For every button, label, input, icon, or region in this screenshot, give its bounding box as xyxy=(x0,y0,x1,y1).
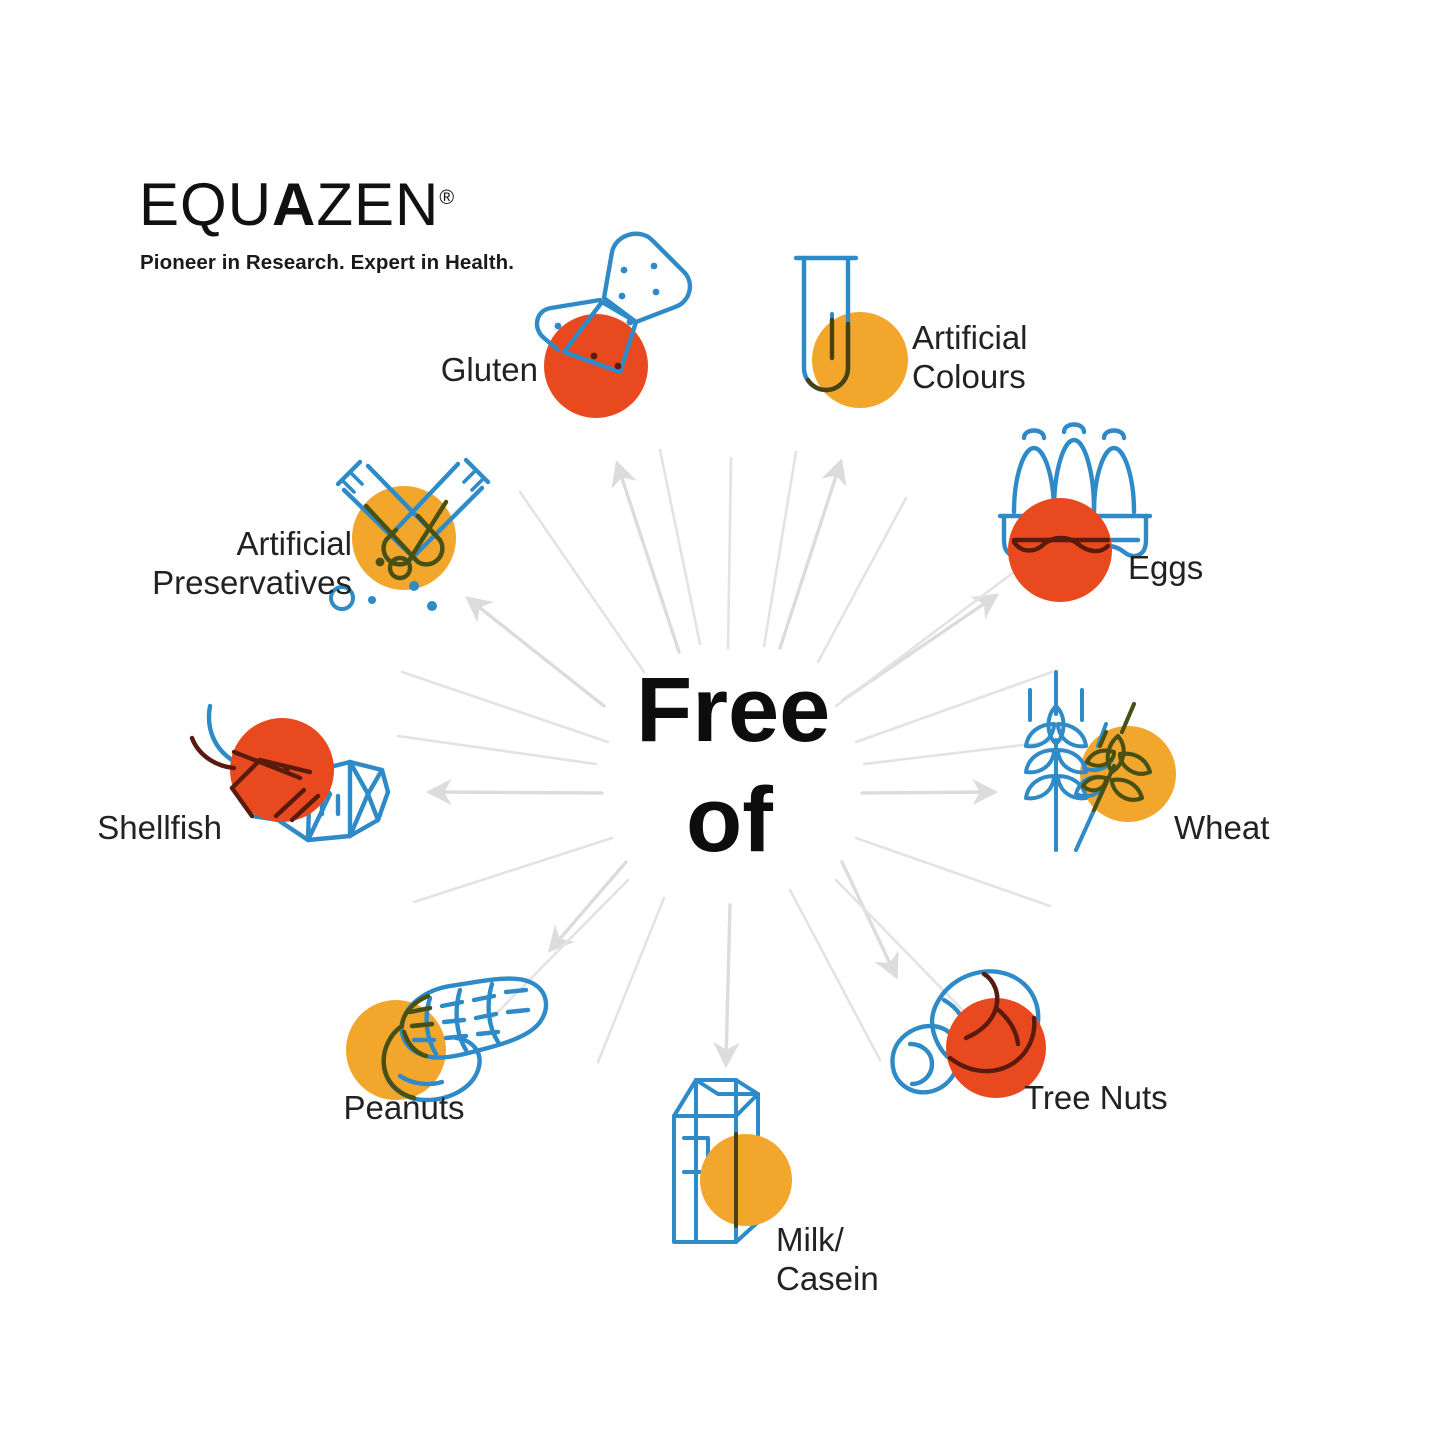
blob-yellow-orange xyxy=(700,1134,792,1226)
tubes-overlap-stroke xyxy=(363,499,449,581)
label-peanuts: Peanuts xyxy=(343,1089,465,1126)
label-tree-nuts: Tree Nuts xyxy=(1024,1079,1168,1116)
item-artificial-preservatives[interactable]: Artificial Preservatives xyxy=(152,438,522,628)
item-eggs[interactable]: Eggs xyxy=(992,420,1203,620)
bread-crumbs-dots-overlap xyxy=(590,352,622,370)
blob-red-orange xyxy=(544,314,648,418)
item-gluten[interactable]: Gluten xyxy=(441,226,708,426)
wheat-overlap-stroke xyxy=(1081,702,1152,812)
shrimp-eye-dot xyxy=(282,766,290,774)
logo-wordmark: EQUAZEN® xyxy=(139,168,514,235)
item-artificial-colours[interactable]: Artificial Colours xyxy=(788,240,1028,420)
carton-overlap-stroke xyxy=(1011,535,1111,554)
logo-word-part1: EQU xyxy=(139,171,273,238)
bread-slice-icon xyxy=(534,231,693,375)
blob-red-orange xyxy=(946,998,1046,1098)
item-tree-nuts[interactable]: Tree Nuts xyxy=(888,960,1168,1140)
blob-red-orange xyxy=(1008,498,1112,602)
item-wheat[interactable]: Wheat xyxy=(1010,662,1269,862)
label-artificial-preservatives: Artificial Preservatives xyxy=(152,525,352,601)
peanut-overlap-stroke xyxy=(381,993,435,1101)
shrimp-overlap-stroke xyxy=(189,735,321,823)
item-peanuts[interactable]: Peanuts xyxy=(343,964,564,1126)
label-eggs: Eggs xyxy=(1128,549,1204,586)
bread-crumbs-dots xyxy=(554,262,660,330)
logo-tagline: Pioneer in Research. Expert in Health. xyxy=(140,251,515,274)
bubbles-icon xyxy=(329,557,437,611)
label-artificial-colours: Artificial Colours xyxy=(912,319,1028,395)
blob-yellow-orange xyxy=(812,312,908,408)
registered-mark-icon: ® xyxy=(439,187,456,209)
label-shellfish: Shellfish xyxy=(97,809,222,846)
logo-word-part2: ZEN xyxy=(316,171,440,238)
item-milk-casein[interactable]: Milk/ Casein xyxy=(662,1072,879,1297)
walnut-overlap-stroke xyxy=(947,971,1037,1074)
milk-carton-icon xyxy=(672,1078,760,1244)
equazen-logo: EQUAZEN® Pioneer in Research. Expert in … xyxy=(139,168,514,275)
logo-word-bold-a: A xyxy=(272,171,317,238)
label-milk-casein: Milk/ Casein xyxy=(776,1221,879,1297)
label-wheat: Wheat xyxy=(1174,809,1270,846)
label-gluten: Gluten xyxy=(440,351,538,388)
item-shellfish[interactable]: Shellfish xyxy=(97,696,422,866)
tube-overlap-stroke xyxy=(805,317,851,393)
